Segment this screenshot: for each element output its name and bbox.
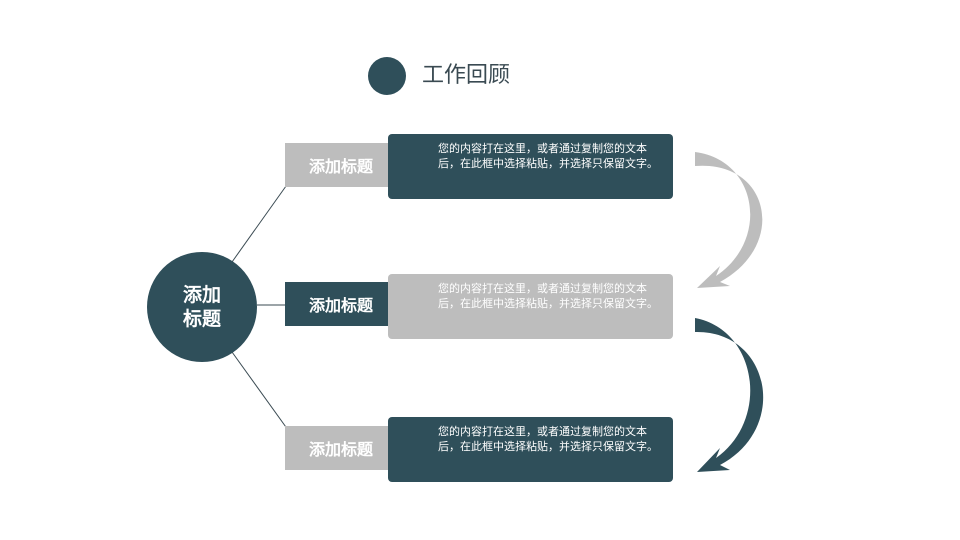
- branch-content-box-3: 您的内容打在这里，或者通过复制您的文本后，在此框中选择粘贴，并选择只保留文字。: [388, 417, 673, 482]
- curved-arrow-dark-icon: [695, 318, 764, 472]
- branch-content-box-2: 您的内容打在这里，或者通过复制您的文本后，在此框中选择粘贴，并选择只保留文字。: [388, 274, 673, 339]
- page-title: 工作回顾: [422, 63, 511, 88]
- hub-label: 添加标题: [182, 284, 221, 330]
- branch-content-text: 您的内容打在这里，或者通过复制您的文本后，在此框中选择粘贴，并选择只保留文字。: [438, 142, 658, 170]
- curved-arrow-gray-icon: [695, 152, 763, 288]
- branch-tag-label: 添加标题: [309, 157, 374, 176]
- branch-tag-label: 添加标题: [309, 296, 374, 315]
- branch-content-text: 您的内容打在这里，或者通过复制您的文本后，在此框中选择粘贴，并选择只保留文字。: [438, 425, 658, 453]
- branch-content-text: 您的内容打在这里，或者通过复制您的文本后，在此框中选择粘贴，并选择只保留文字。: [438, 282, 658, 310]
- header-circle-icon: [368, 57, 406, 95]
- branch-content-box-1: 您的内容打在这里，或者通过复制您的文本后，在此框中选择粘贴，并选择只保留文字。: [388, 134, 673, 199]
- branch-tag-label: 添加标题: [309, 440, 374, 459]
- hub-circle: 添加标题: [147, 252, 257, 362]
